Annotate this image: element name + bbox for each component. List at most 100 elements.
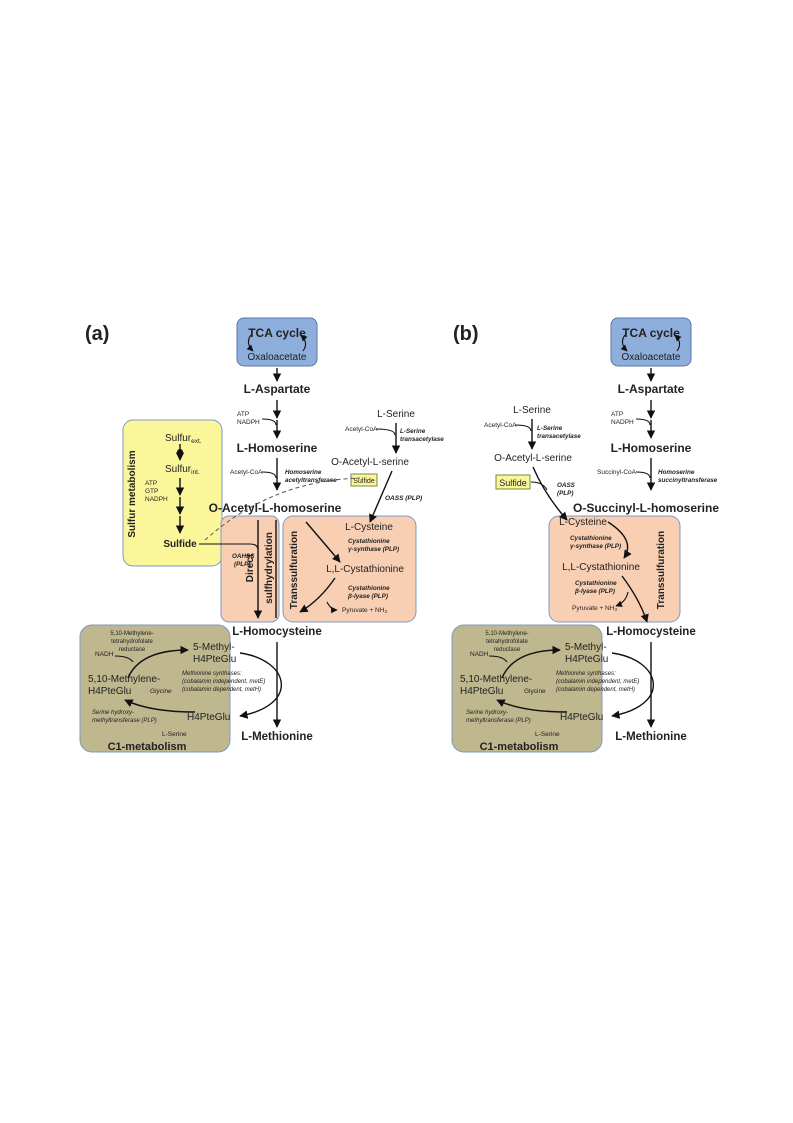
sulfide-small-a: Sulfide — [353, 478, 375, 485]
cbl-1-b: Cystathionine — [575, 580, 617, 587]
sulfide-curve-b — [530, 481, 548, 491]
enzyme-hom-1-b: Homoserine — [658, 469, 695, 476]
cofactor-curve-a — [261, 418, 277, 426]
o-succinyl-l-homoserine-b: O-Succinyl-L-homoserine — [573, 501, 719, 515]
shmt-1-a: Serine hydroxy- — [92, 710, 134, 716]
mthfr-1-a: 5,10-Methylene- — [110, 631, 153, 637]
succinyl-curve-b — [635, 471, 651, 479]
sulfide-dashed-link — [204, 477, 361, 541]
cofactor-curve-b — [635, 418, 651, 426]
cgs-2-a: γ-synthase (PLP) — [348, 546, 399, 553]
cgs-2-b: γ-synthase (PLP) — [570, 543, 621, 550]
cbl-2-a: β-lyase (PLP) — [347, 593, 388, 600]
arrow-mthfr-a — [127, 645, 189, 679]
enzyme-ser-1-b: L-Serine — [537, 425, 563, 432]
sulfur-int: Sulfurint. — [165, 464, 200, 476]
c1-metabolism-box-b — [451, 624, 603, 753]
tca-cycle-box-a — [236, 317, 318, 367]
methyl-thf-2-b: H4PteGlu — [565, 654, 608, 665]
tca-cycle-title-b: TCA cycle — [622, 326, 680, 340]
glycine-a: Glycine — [150, 688, 172, 695]
methylene-2-b: H4PteGlu — [460, 686, 503, 697]
mthfr-1-b: 5,10-Methylene- — [485, 631, 528, 637]
ms-3-a: (cobalamin dependent, metH) — [182, 687, 261, 693]
arrow-mthfr-b — [501, 645, 561, 679]
oass-a: OASS (PLP) — [385, 495, 422, 502]
pyruvate-a: Pyruvate + NH3 — [342, 607, 387, 614]
l-serine-c1-a: L-Serine — [162, 731, 187, 738]
transsulfuration-box-b — [548, 515, 681, 623]
ms-3-b: (cobalamin dependent, metH) — [556, 687, 635, 693]
atp-a: ATP — [237, 411, 249, 418]
direct-label: Direct — [245, 553, 256, 582]
cystathionine-b: L,L-Cystathionine — [562, 562, 640, 573]
pyruvate-b: Pyruvate + NH3 — [572, 605, 617, 612]
l-homocysteine-a: L-Homocysteine — [232, 626, 321, 638]
methylene-2-a: H4PteGlu — [88, 686, 131, 697]
methyl-thf-1-b: 5-Methyl- — [565, 642, 607, 653]
sm-atp: ATP — [145, 480, 157, 487]
enzyme-hom-2-a: acetyltransferase — [285, 477, 337, 484]
methylene-1-b: 5,10-Methylene- — [460, 674, 532, 685]
panel-b: (b) TCA cycle Oxaloacetate L-Aspartate A… — [451, 317, 719, 753]
arrow-cbl-a — [299, 577, 336, 613]
sulfur-metabolism-box — [122, 419, 223, 567]
shmt-2-a: methyltransferase (PLP) — [92, 718, 157, 724]
arrow-methionine-synthase-b — [611, 652, 654, 719]
h4-a: H4PteGlu — [187, 712, 230, 723]
sulfide-box-b — [495, 474, 531, 490]
tca-cycle-title-a: TCA cycle — [248, 326, 306, 340]
l-serine-a: L-Serine — [377, 409, 415, 420]
atp-b: ATP — [611, 411, 623, 418]
cgs-1-a: Cystathionine — [348, 538, 390, 545]
succinyl-coa-b: Succinyl-CoA — [597, 469, 637, 476]
c1-metabolism-box-a — [79, 624, 231, 753]
l-cysteine-a: L-Cysteine — [345, 522, 393, 533]
glycine-b: Glycine — [524, 688, 546, 695]
sm-nadph: NADPH — [145, 496, 168, 503]
enzyme-ser-1-a: L-Serine — [400, 428, 426, 435]
tca-cycle-box-b — [610, 317, 692, 367]
l-cysteine-b: L-Cysteine — [559, 517, 607, 528]
acetyl-coa-hom-a: Acetyl-CoA — [230, 469, 263, 476]
enzyme-hom-2-b: succinyltransferase — [658, 477, 718, 484]
h4-b: H4PteGlu — [560, 712, 603, 723]
enzyme-hom-1-a: Homoserine — [285, 469, 322, 476]
l-methionine-b: L-Methionine — [615, 731, 687, 743]
shmt-1-b: Serine hydroxy- — [466, 710, 508, 716]
acetyl-coa-ser-a: Acetyl-CoA — [345, 426, 378, 433]
l-aspartate-a: L-Aspartate — [244, 382, 311, 396]
panel-a: (a) TCA cycle Oxaloacetate L-Aspartate A… — [79, 317, 444, 753]
arrow-methionine-synthase-a — [239, 652, 282, 719]
oahss-1: OAHSS — [232, 553, 255, 560]
cystathionine-a: L,L-Cystathionine — [326, 564, 404, 575]
arrow-shmt-b — [496, 699, 568, 713]
nadh-a: NADH — [95, 651, 114, 658]
enzyme-ser-2-a: transacetylase — [400, 436, 444, 443]
methylene-1-a: 5,10-Methylene- — [88, 674, 160, 685]
sulfur-ext: Sulfurext. — [165, 433, 202, 445]
direct-sulfhydrylation-box — [220, 515, 280, 623]
methyl-thf-2-a: H4PteGlu — [193, 654, 236, 665]
arrow-cgs-b — [607, 521, 632, 559]
mthfr-2-a: tetrahydrofolate — [111, 639, 153, 645]
panel-label-b: (b) — [453, 323, 479, 345]
arrow-cgs-a — [305, 521, 341, 563]
ms-2-b: (cobalamin independent, metE) — [556, 679, 639, 685]
tca-cycle-arrow-right-b — [674, 334, 682, 352]
l-homoserine-b: L-Homoserine — [611, 441, 692, 455]
oass-2-b: (PLP) — [557, 490, 573, 497]
enzyme-ser-2-b: transacetylase — [537, 433, 581, 440]
ms-1-a: Methionine synthases: — [182, 671, 242, 677]
transsulfuration-box-a — [282, 515, 417, 623]
l-methionine-a: L-Methionine — [241, 731, 313, 743]
sm-gtp: GTP — [145, 488, 158, 495]
l-aspartate-b: L-Aspartate — [618, 382, 685, 396]
nadh-b: NADH — [470, 651, 489, 658]
oxaloacetate-a: Oxaloacetate — [248, 352, 307, 363]
c1-metabolism-label-a: C1-metabolism — [108, 741, 187, 753]
mthfr-2-b: tetrahydrofolate — [486, 639, 528, 645]
methyl-thf-1-a: 5-Methyl- — [193, 642, 235, 653]
cbl-1-a: Cystathionine — [348, 585, 390, 592]
